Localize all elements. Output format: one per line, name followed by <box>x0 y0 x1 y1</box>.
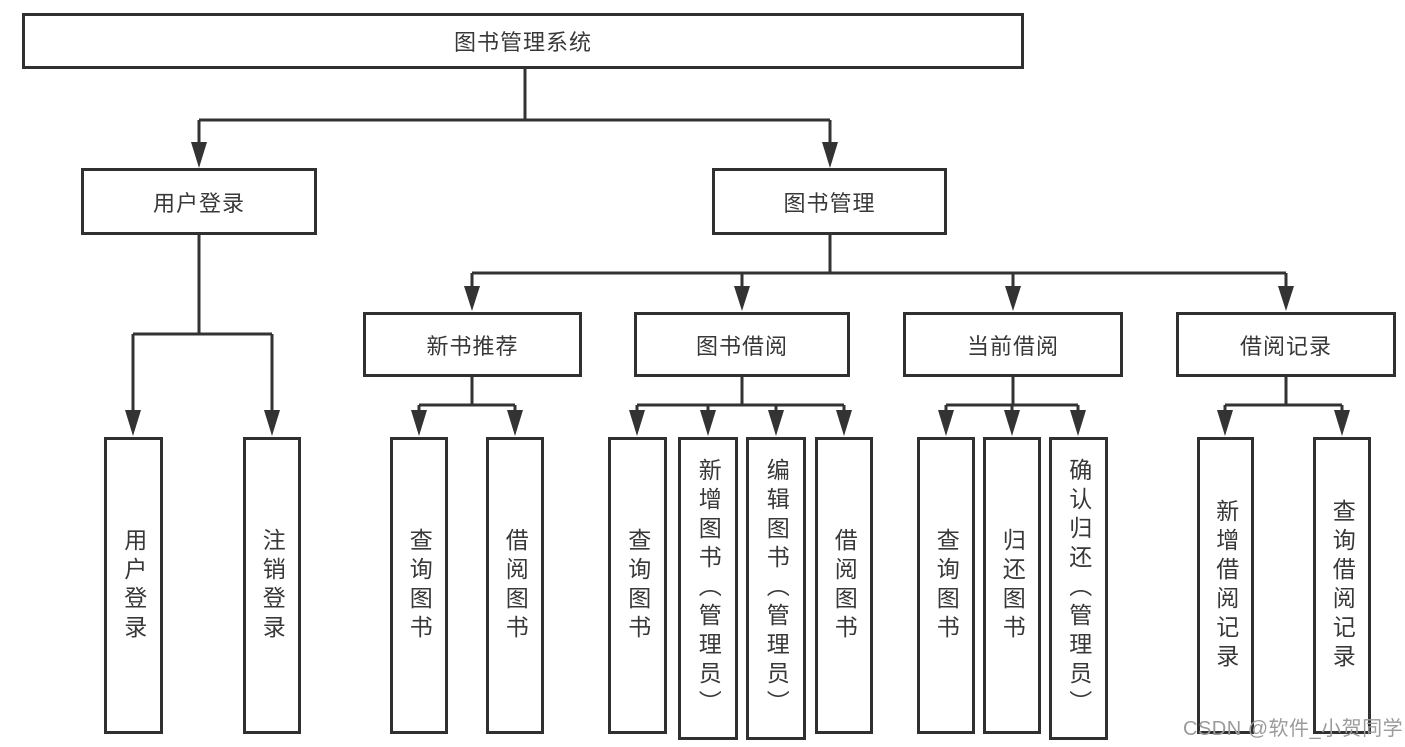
leaf-query-books-borrow: 查询图书 <box>608 437 667 734</box>
arrowheads-level3 <box>464 286 1294 311</box>
leaf-return-books: 归还图书 <box>983 437 1041 734</box>
connector-group-book-borrow <box>635 377 846 412</box>
leaf-confirm-return-admin: 确认归还（管理员） <box>1049 437 1108 740</box>
csdn-watermark: CSDN @软件_小贺同学 <box>1183 718 1404 740</box>
connector-management-to-level3 <box>470 235 1288 288</box>
node-borrow-records-label: 借阅记录 <box>1239 333 1332 359</box>
leaf-logout: 注销登录 <box>243 437 301 734</box>
leaf-query-books-current: 查询图书 <box>917 437 975 734</box>
connector-login-branch <box>131 235 274 412</box>
connector-root-to-level2 <box>197 69 832 144</box>
leaf-add-borrow-record-label: 新增借阅记录 <box>1212 498 1239 673</box>
connector-group-current-borrow <box>944 377 1080 412</box>
leaf-query-borrow-record: 查询借阅记录 <box>1313 437 1371 734</box>
leaf-edit-books-admin-label: 编辑图书（管理员） <box>763 458 790 719</box>
leaf-borrow-books-recommend: 借阅图书 <box>486 437 544 734</box>
node-user-login: 用户登录 <box>81 168 317 235</box>
leaf-query-books-borrow-label: 查询图书 <box>624 527 651 644</box>
node-book-borrow: 图书借阅 <box>634 312 850 377</box>
leaf-add-books-admin: 新增图书（管理员） <box>678 437 738 740</box>
leaf-user-login: 用户登录 <box>104 437 163 734</box>
leaf-logout-label: 注销登录 <box>259 527 286 644</box>
arrowheads-level2 <box>191 142 838 168</box>
leaf-borrow-books-recommend-label: 借阅图书 <box>502 527 529 644</box>
node-current-borrow-label: 当前借阅 <box>966 333 1059 359</box>
leaf-query-books-recommend-label: 查询图书 <box>406 527 433 644</box>
node-new-book-recommend-label: 新书推荐 <box>426 333 519 359</box>
arrowheads-leaves <box>411 410 1350 436</box>
leaf-return-books-label: 归还图书 <box>999 527 1026 644</box>
leaf-borrow-books: 借阅图书 <box>815 437 873 734</box>
leaf-borrow-books-label: 借阅图书 <box>831 527 858 644</box>
leaf-add-borrow-record: 新增借阅记录 <box>1197 437 1254 734</box>
leaf-query-books-recommend: 查询图书 <box>390 437 448 734</box>
node-new-book-recommend: 新书推荐 <box>363 312 582 377</box>
leaf-confirm-return-admin-label: 确认归还（管理员） <box>1065 458 1092 719</box>
leaf-edit-books-admin: 编辑图书（管理员） <box>746 437 806 740</box>
node-book-management: 图书管理 <box>712 168 947 235</box>
node-book-management-label: 图书管理 <box>783 190 876 216</box>
node-root-label: 图书管理系统 <box>453 30 592 55</box>
node-borrow-records: 借阅记录 <box>1176 312 1396 377</box>
connector-group-borrow-records <box>1223 377 1344 412</box>
arrowheads-login-leaves <box>125 410 280 436</box>
node-root: 图书管理系统 <box>22 13 1024 69</box>
node-book-borrow-label: 图书借阅 <box>695 333 788 359</box>
leaf-user-login-label: 用户登录 <box>120 527 147 644</box>
leaf-add-books-admin-label: 新增图书（管理员） <box>695 458 722 719</box>
node-user-login-label: 用户登录 <box>152 190 245 216</box>
connector-group-new-book <box>417 377 517 412</box>
node-current-borrow: 当前借阅 <box>903 312 1123 377</box>
leaf-query-borrow-record-label: 查询借阅记录 <box>1329 498 1356 673</box>
leaf-query-books-current-label: 查询图书 <box>933 527 960 644</box>
